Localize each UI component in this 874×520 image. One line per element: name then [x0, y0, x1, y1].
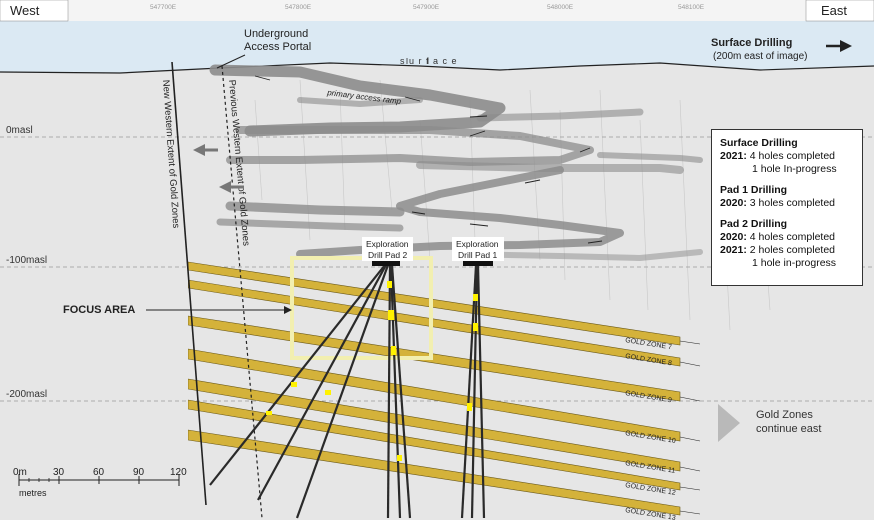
summary-year: 2020:: [720, 197, 747, 209]
drill-pad-1-marker: [463, 260, 493, 266]
drill-pad-1-label-line1: Exploration: [456, 239, 499, 249]
summary-row: 1 hole in-progress: [720, 257, 854, 270]
focus-area-box: [290, 256, 433, 360]
drill-hole: [386, 264, 392, 519]
summary-text: 3 holes completed: [749, 197, 836, 209]
focus-area-label: FOCUS AREA: [63, 304, 135, 316]
continue-east-line1: Gold Zones: [756, 409, 813, 421]
surface-drilling-title: Surface Drilling: [711, 37, 792, 49]
portal-label-line2: Access Portal: [244, 41, 311, 53]
drill-hole: [295, 264, 390, 519]
gold-zone-band: [188, 279, 681, 367]
surface-label: s u r f a c e: [400, 56, 458, 66]
drill-hole: [209, 264, 386, 486]
pad1-drilling-heading: Pad 1 Drilling: [720, 184, 788, 196]
header-strip: [0, 0, 874, 21]
summary-text: 4 holes completed: [749, 150, 836, 162]
gold-zone-band: [188, 315, 681, 402]
scale-tick-label: 120: [170, 467, 187, 478]
drill-holes: [209, 264, 486, 519]
new-western-extent-line: [171, 61, 207, 506]
previous-western-extent-line: [221, 65, 263, 519]
west-box: [0, 0, 69, 22]
portal-pointer: [216, 54, 246, 69]
easting-label: 547800E: [285, 4, 312, 11]
summary-row: 2020: 3 holes completed: [720, 197, 854, 210]
surface-drilling-sub: (200m east of image): [713, 51, 808, 62]
easting-label: 547900E: [413, 4, 440, 11]
drill-pad-2-label-line1: Exploration: [366, 239, 409, 249]
easting-labels: 547700E 547800E 547900E 548000E 548100E: [150, 4, 705, 11]
summary-text: 1 hole In-progress: [752, 163, 837, 175]
drill-pad-2-label-line2: Drill Pad 2: [368, 250, 407, 260]
summary-row: 2021: 4 holes completed: [720, 150, 854, 163]
drill-hole: [476, 264, 486, 519]
scale-bar: 0m 30 60 90 120 metres: [13, 467, 187, 498]
summary-row: 1 hole In-progress: [720, 163, 854, 176]
drill-pad-2-label-bg: [362, 237, 413, 261]
east-arrow-icon: [826, 40, 852, 52]
gold-zone-band: [188, 348, 681, 442]
continue-east-arrow-icon: [718, 404, 740, 442]
portal-label-line1: Underground: [244, 28, 308, 40]
ramp-workings: [209, 64, 703, 261]
continue-east-line2: continue east: [756, 423, 821, 435]
gold-zone-band: [188, 261, 681, 346]
scale-tick-label: 30: [53, 467, 65, 478]
summary-year: 2020:: [720, 231, 747, 243]
drill-hole: [257, 264, 387, 501]
scale-tick-label: 90: [133, 467, 145, 478]
easting-label: 548000E: [547, 4, 574, 11]
gold-zone-band: [188, 429, 681, 516]
elevation-label: 0masl: [6, 125, 33, 136]
ramp-direction-arrows: [254, 75, 603, 244]
scale-unit-label: metres: [19, 488, 47, 498]
scale-tick-label: 60: [93, 467, 105, 478]
scale-tick-label: 0m: [13, 467, 27, 478]
summary-year: 2021:: [720, 150, 747, 162]
drill-hole: [470, 264, 479, 519]
drill-hole-intercepts: [266, 281, 478, 461]
summary-row: 2020: 4 holes completed: [720, 231, 854, 244]
surface-line: [0, 62, 874, 74]
elevation-label: -100masl: [6, 255, 47, 266]
drill-hole: [460, 264, 478, 519]
summary-text: 4 holes completed: [749, 231, 836, 243]
summary-text: 2 holes completed: [749, 244, 836, 256]
easting-label: 548100E: [678, 4, 705, 11]
west-arrows-icon: [193, 144, 244, 193]
pad2-drilling-heading: Pad 2 Drilling: [720, 218, 788, 230]
surface-drilling-heading: Surface Drilling: [720, 137, 798, 149]
drill-pad-2-marker: [372, 260, 400, 266]
gold-zone-leaders: [679, 340, 701, 515]
summary-text: 1 hole in-progress: [752, 257, 837, 269]
east-box: [805, 0, 874, 22]
drill-pad-1-label-bg: [452, 237, 504, 261]
drilling-summary-box: Surface Drilling 2021: 4 holes completed…: [711, 129, 863, 286]
summary-year: 2021:: [720, 244, 747, 256]
focus-area-arrowhead: [284, 306, 292, 314]
drill-pad-1-label-line2: Drill Pad 1: [458, 250, 497, 260]
west-label: West: [10, 3, 40, 18]
summary-row: 2021: 2 holes completed: [720, 244, 854, 257]
easting-label: 547700E: [150, 4, 177, 11]
drill-hole: [389, 264, 402, 519]
east-label: East: [821, 3, 847, 18]
elevation-label: -200masl: [6, 389, 47, 400]
gold-zone-band: [188, 399, 681, 491]
drill-hole: [390, 264, 412, 519]
